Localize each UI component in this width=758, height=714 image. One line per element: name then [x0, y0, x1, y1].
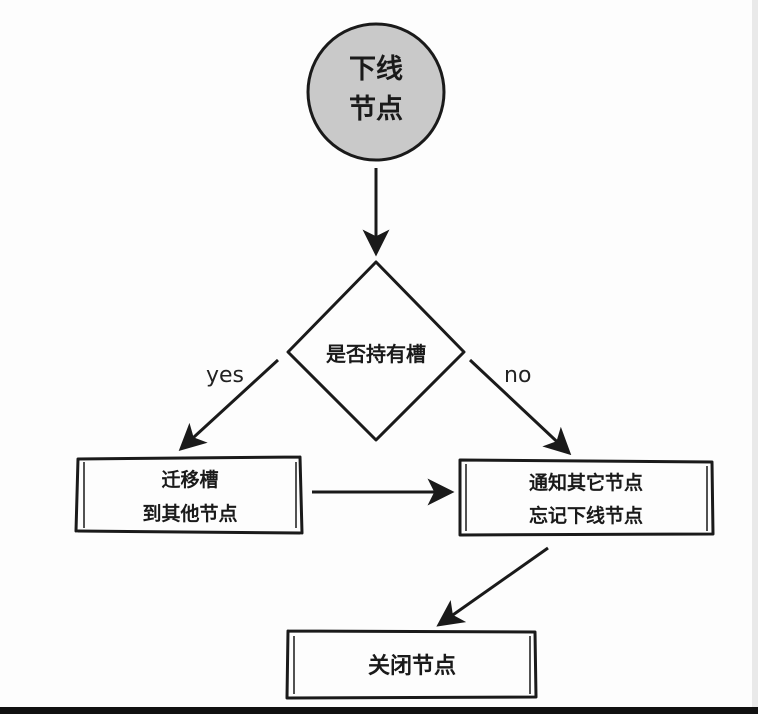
notify-line2: 忘记下线节点 — [529, 504, 643, 527]
notify-box — [458, 458, 715, 537]
start-node-line2: 节点 — [349, 94, 403, 125]
start-node: 下线 节点 — [306, 22, 446, 162]
migrate-node: 迁移槽 到其他节点 — [74, 455, 304, 535]
migrate-line1: 迁移槽 — [161, 468, 218, 491]
arrow-notify-to-shutdown — [436, 546, 549, 627]
yes-label: yes — [206, 363, 244, 388]
migrate-box-inner — [83, 462, 297, 528]
arrow-yes — [178, 358, 280, 452]
bottom-edge-bar — [0, 707, 758, 714]
start-node-line1: 下线 — [349, 54, 403, 85]
migrate-box — [74, 455, 304, 535]
arrow-no — [468, 358, 572, 456]
decision-diamond — [286, 260, 466, 442]
notify-line1: 通知其它节点 — [529, 471, 643, 494]
decision-label: 是否持有槽 — [325, 342, 426, 366]
shutdown-node: 关闭节点 — [285, 629, 538, 700]
shutdown-box-inner — [293, 636, 531, 694]
right-edge-strip — [752, 0, 758, 714]
no-label: no — [504, 363, 531, 388]
notify-box-inner — [465, 464, 708, 531]
start-node-circle — [306, 22, 446, 162]
shutdown-label: 关闭节点 — [368, 653, 456, 679]
decision-node: 是否持有槽 — [286, 260, 466, 442]
shutdown-box — [285, 629, 538, 700]
migrate-line2: 到其他节点 — [142, 502, 237, 525]
notify-node: 通知其它节点 忘记下线节点 — [458, 458, 715, 537]
